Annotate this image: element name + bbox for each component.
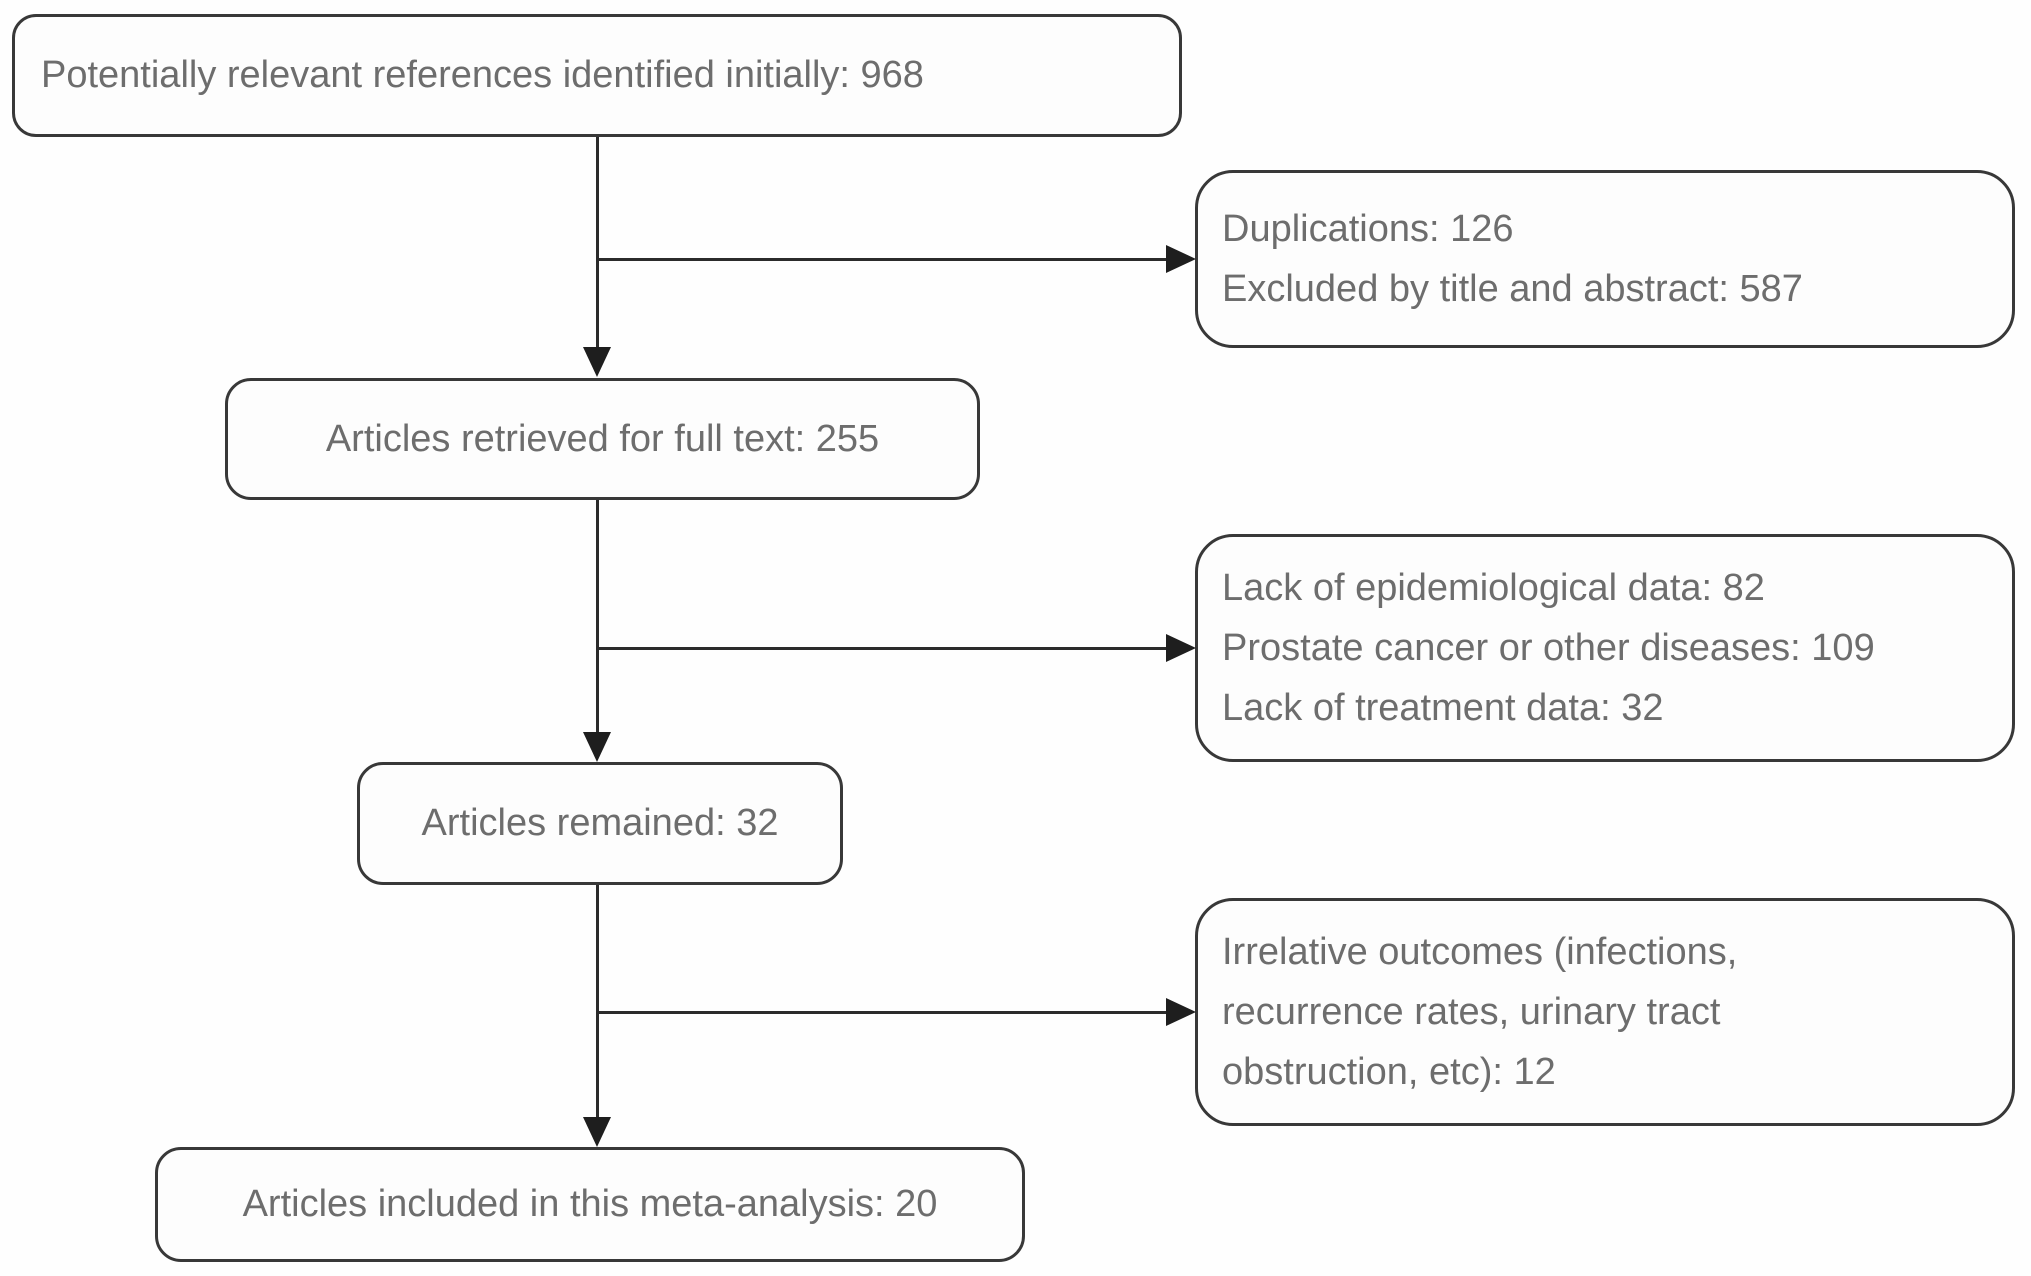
node-excluded-irrelative-outcomes: Irrelative outcomes (infections, recurre…	[1195, 898, 2015, 1126]
arrow-initial-to-fulltext-line	[596, 137, 599, 353]
excluded-full-text-line-1: Lack of epidemiological data: 82	[1222, 567, 1765, 609]
arrowhead-down-icon	[583, 732, 611, 762]
arrow-branch-to-duplications-line	[597, 258, 1171, 261]
node-references-identified-label: Potentially relevant references identifi…	[41, 54, 924, 96]
excluded-duplications-line-2: Excluded by title and abstract: 587	[1222, 268, 1803, 310]
node-excluded-duplications: Duplications: 126 Excluded by title and …	[1195, 170, 2015, 348]
node-full-text-retrieved: Articles retrieved for full text: 255	[225, 378, 980, 500]
arrow-branch-to-irrelative-outcomes-line	[597, 1011, 1171, 1014]
arrowhead-down-icon	[583, 1117, 611, 1147]
excluded-irrelative-line-3: obstruction, etc): 12	[1222, 1051, 1556, 1093]
arrow-fulltext-to-remained-line	[596, 500, 599, 738]
excluded-irrelative-line-1: Irrelative outcomes (infections,	[1222, 931, 1738, 973]
node-articles-included: Articles included in this meta-analysis:…	[155, 1147, 1025, 1262]
arrowhead-right-icon	[1166, 998, 1196, 1026]
arrowhead-down-icon	[583, 347, 611, 377]
excluded-full-text-line-3: Lack of treatment data: 32	[1222, 687, 1664, 729]
node-articles-included-label: Articles included in this meta-analysis:…	[242, 1183, 938, 1225]
node-articles-remained-label: Articles remained: 32	[421, 802, 779, 844]
arrowhead-right-icon	[1166, 634, 1196, 662]
arrow-remained-to-included-line	[596, 885, 599, 1123]
node-articles-remained: Articles remained: 32	[357, 762, 843, 885]
excluded-full-text-line-2: Prostate cancer or other diseases: 109	[1222, 627, 1875, 669]
arrowhead-right-icon	[1166, 245, 1196, 273]
node-excluded-full-text-reasons: Lack of epidemiological data: 82 Prostat…	[1195, 534, 2015, 762]
node-references-identified: Potentially relevant references identifi…	[12, 14, 1182, 137]
excluded-irrelative-line-2: recurrence rates, urinary tract	[1222, 991, 1721, 1033]
node-full-text-retrieved-label: Articles retrieved for full text: 255	[325, 417, 880, 460]
arrow-branch-to-fulltext-exclusions-line	[597, 647, 1171, 650]
excluded-duplications-line-1: Duplications: 126	[1222, 208, 1514, 250]
